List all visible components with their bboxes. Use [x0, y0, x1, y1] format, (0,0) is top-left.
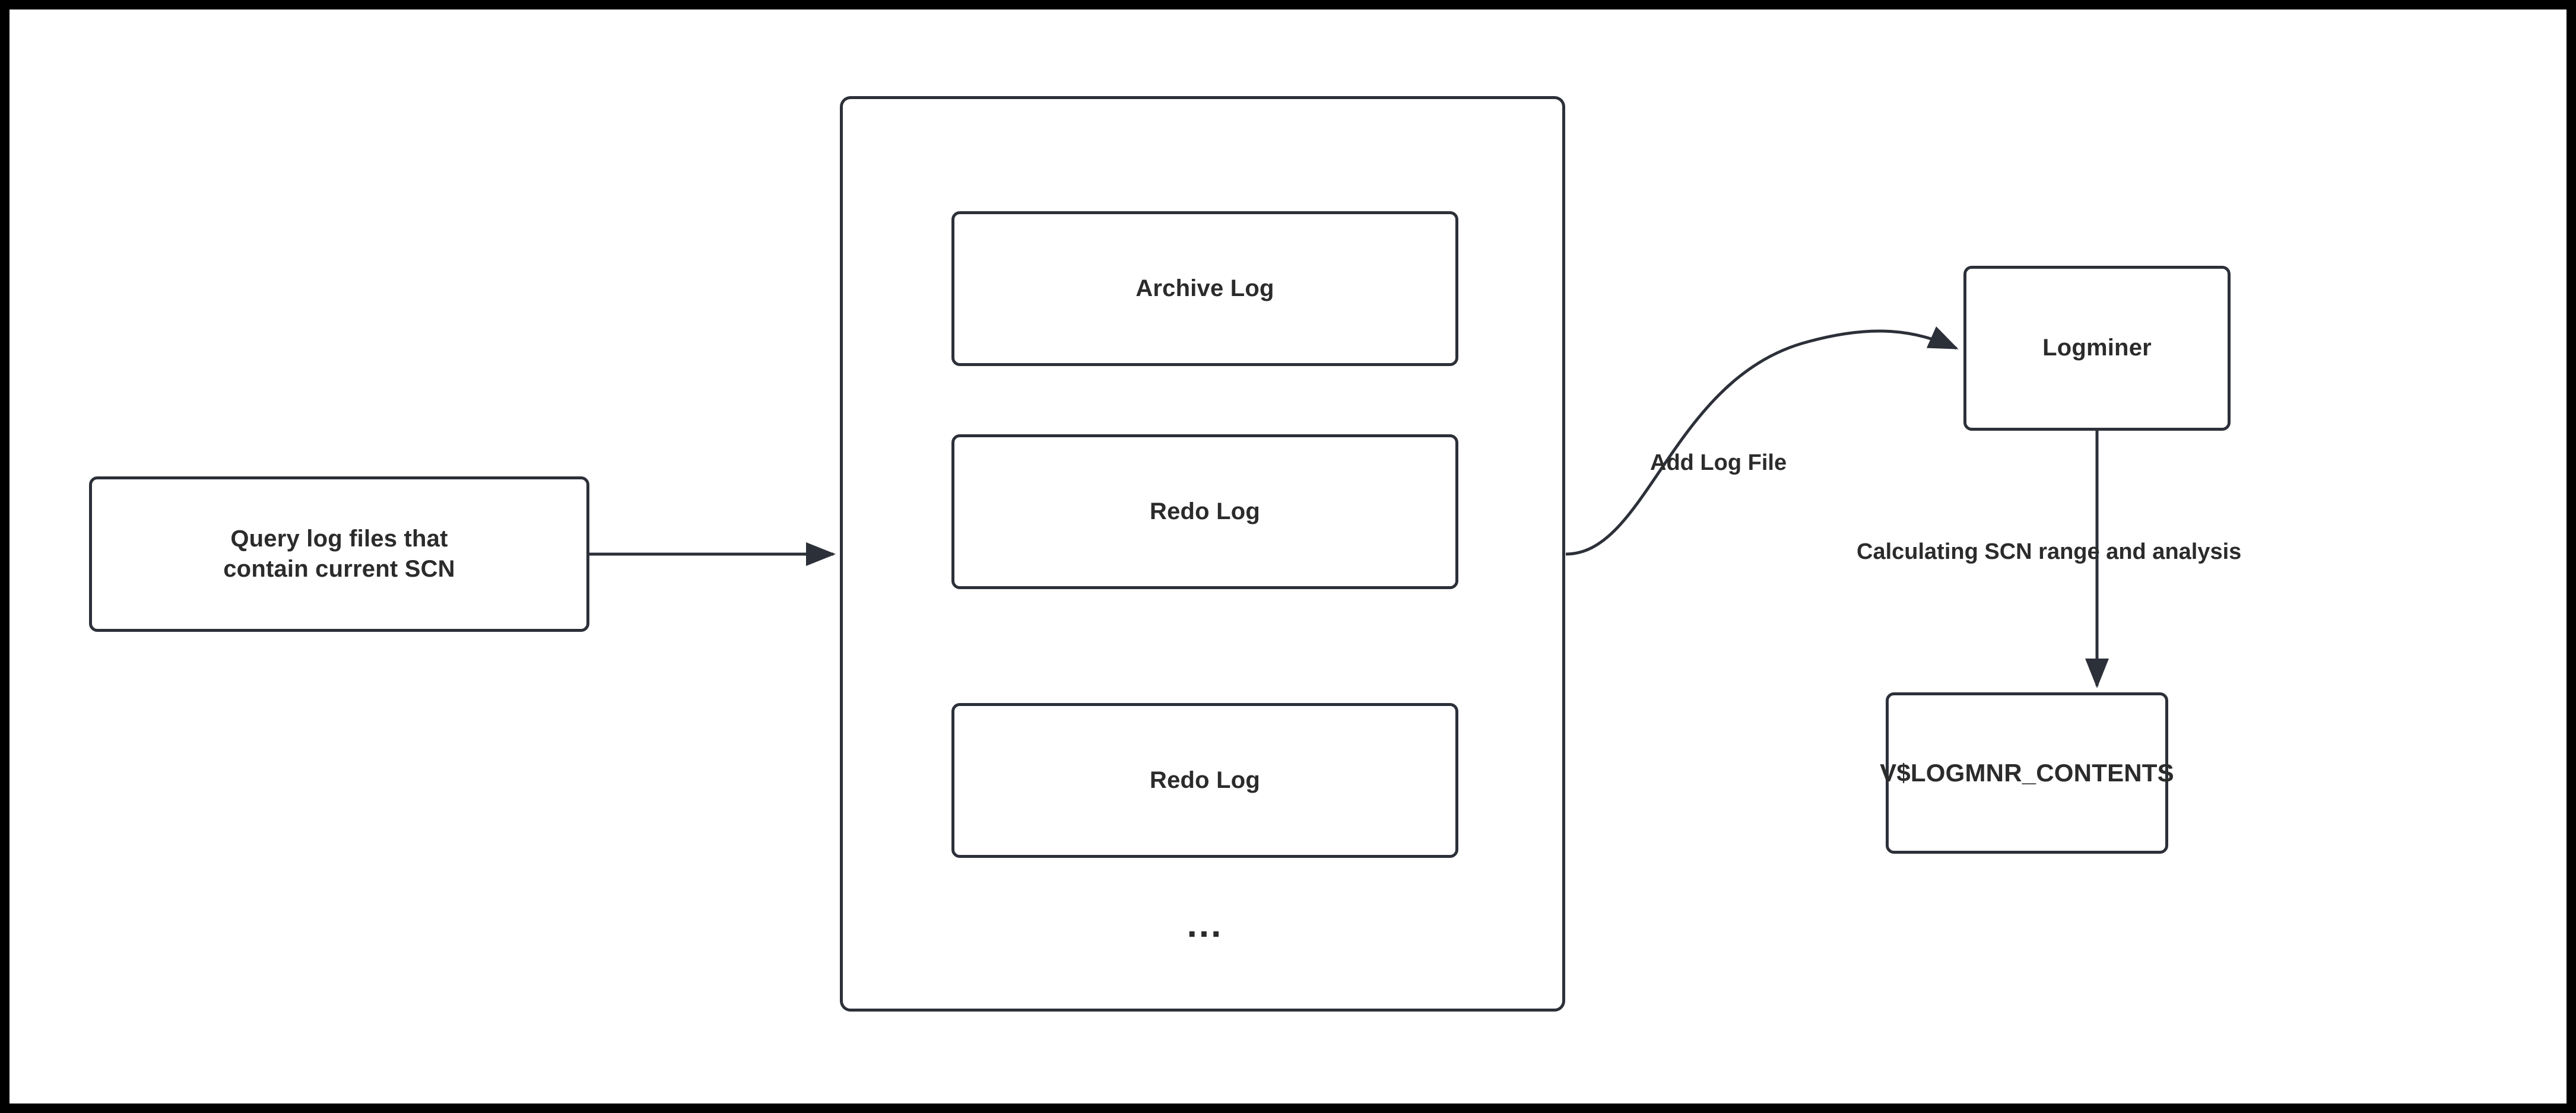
node-archive-log-label: Archive Log [1135, 275, 1274, 301]
ellipsis-more-logs: ... [1187, 904, 1223, 945]
node-archive-log[interactable]: Archive Log [951, 211, 1458, 366]
node-logmnr-contents[interactable]: V$LOGMNR_CONTENTS [1880, 692, 2174, 854]
node-redo-log-1-label: Redo Log [1149, 498, 1260, 524]
edge-container-to-logminer [1565, 326, 1959, 556]
edge-label-add-log-file: Add Log File [1650, 450, 1787, 475]
node-query-log-files-label: Query log files that contain current SCN [223, 525, 455, 582]
node-logminer-label: Logminer [2042, 335, 2152, 361]
node-query-log-files[interactable]: Query log files that contain current SCN [89, 476, 589, 632]
node-redo-log-2[interactable]: Redo Log [951, 703, 1458, 858]
diagram-canvas: Query log files that contain current SCN… [9, 9, 2567, 1104]
node-redo-log-2-label: Redo Log [1149, 767, 1260, 793]
edge-label-calculating-scn-range: Calculating SCN range and analysis [1857, 539, 2242, 564]
node-logmnr-contents-label: V$LOGMNR_CONTENTS [1880, 759, 2174, 787]
node-logminer[interactable]: Logminer [1963, 266, 2231, 431]
node-redo-log-1[interactable]: Redo Log [951, 434, 1458, 589]
